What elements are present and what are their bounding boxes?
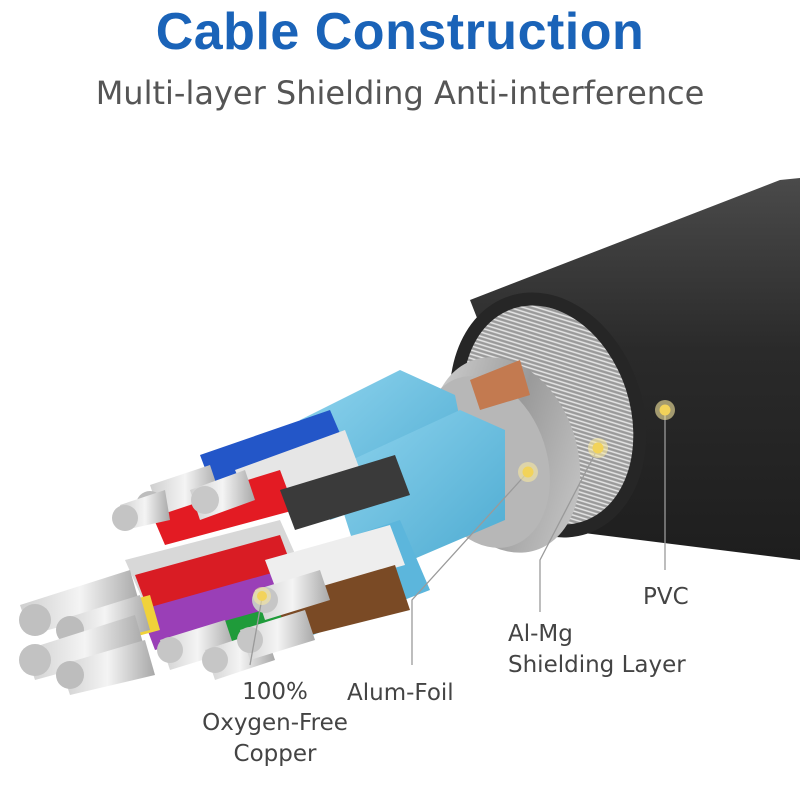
label-alum-foil: Alum-Foil [347,680,454,706]
leader-lines [249,410,666,666]
label-al-mg-line2: Shielding Layer [508,652,686,678]
page-title: Cable Construction [155,3,645,61]
copper-conductors [19,360,530,695]
leader-almg [539,447,599,612]
label-oxygen-free-copper: 100% Oxygen-Free Copper [195,677,355,770]
label-copper-line2: Oxygen-Free [202,710,348,736]
label-pvc: PVC [643,584,689,610]
label-al-mg-shielding: Al-Mg Shielding Layer [508,619,686,681]
marker-dots [253,400,675,605]
leader-foil [411,471,529,665]
label-al-mg-line1: Al-Mg [508,621,573,647]
label-copper-line1: 100% [242,679,308,705]
label-copper-line3: Copper [233,741,317,767]
page-subtitle: Multi-layer Shielding Anti-interference [95,74,705,112]
leader-copper [249,597,263,666]
